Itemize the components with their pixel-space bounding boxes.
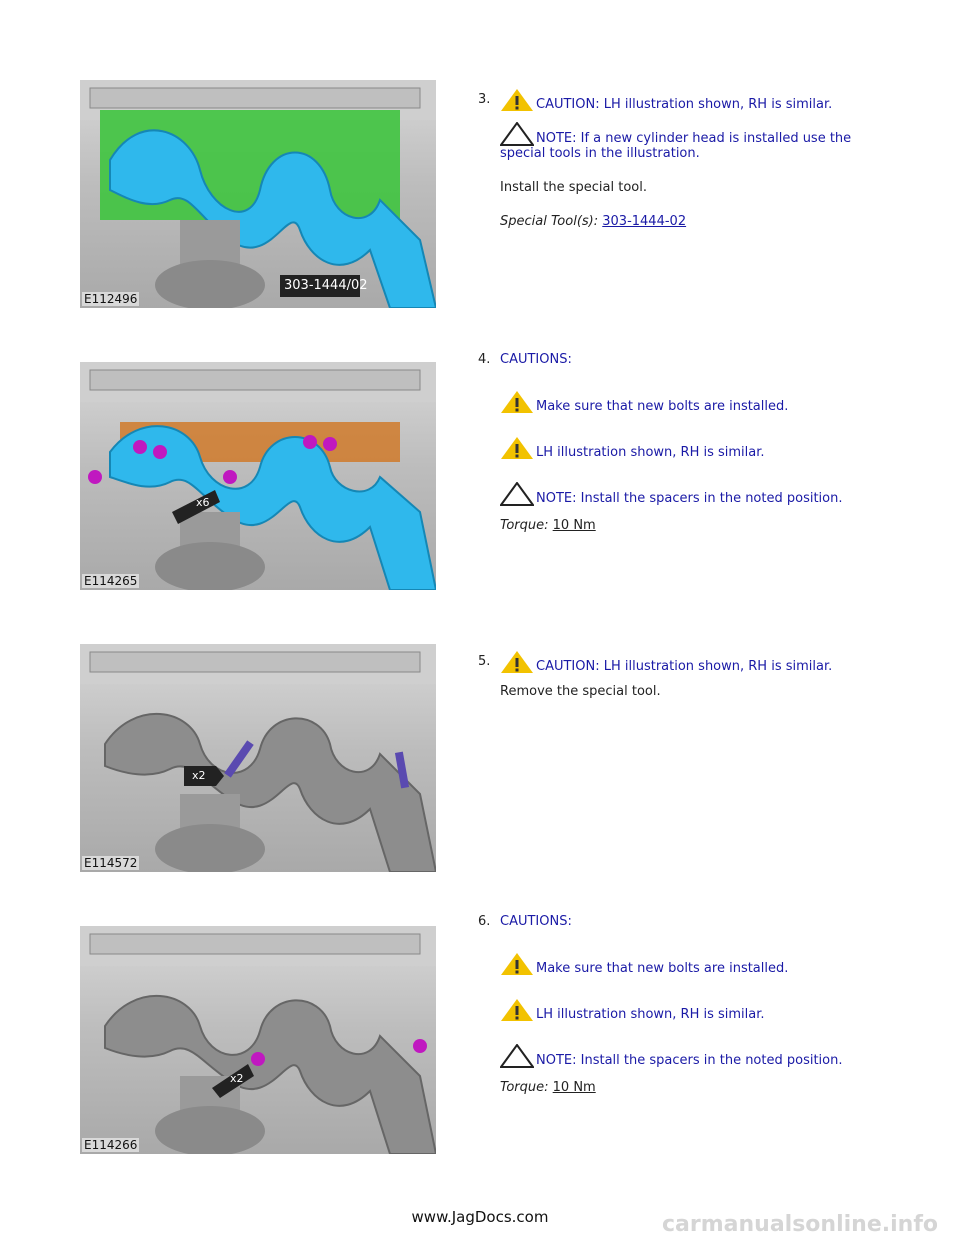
step-number: 4. [478, 352, 491, 367]
step-3-illustration: 303-1444/02 E112496 [80, 80, 436, 308]
step-4-illustration: x6 E114265 [80, 362, 436, 590]
warning-triangle-icon [501, 391, 533, 413]
torque-label: Torque: [500, 1080, 549, 1095]
warning-triangle-icon [501, 999, 533, 1021]
figure-id: E114572 [82, 856, 140, 870]
step-number: 5. [478, 654, 491, 669]
torque-label: Torque: [500, 518, 549, 533]
warning-triangle-icon [501, 437, 533, 459]
torque-value: 10 Nm [552, 1080, 596, 1095]
footer-site-link: www.JagDocs.com [411, 1208, 549, 1226]
exhaust-manifold-illustration [80, 926, 436, 1154]
torque-value: 10 Nm [552, 518, 596, 533]
watermark: carmanualsonline.info [662, 1212, 938, 1237]
exhaust-manifold-illustration [80, 80, 436, 308]
note-line: NOTE: Install the spacers in the noted p… [500, 1044, 843, 1068]
step-number: 6. [478, 914, 491, 929]
figure-id: E114265 [82, 574, 140, 588]
caution-line-1: Make sure that new bolts are installed. [500, 390, 788, 414]
warning-triangle-icon [501, 89, 533, 111]
note-line: NOTE: Install the spacers in the noted p… [500, 482, 843, 506]
tool-count-callout: x2 [192, 769, 206, 782]
exhaust-manifold-illustration [80, 362, 436, 590]
instruction-text: Install the special tool. [500, 180, 647, 195]
figure-id: E114266 [82, 1138, 140, 1152]
caution-text: CAUTION: LH illustration shown, RH is si… [536, 659, 833, 674]
note-line: NOTE: If a new cylinder head is installe… [500, 122, 860, 161]
note-triangle-icon [500, 122, 534, 146]
caution-text: Make sure that new bolts are installed. [536, 399, 789, 414]
special-tool-link[interactable]: 303-1444-02 [602, 214, 687, 229]
caution-text: Make sure that new bolts are installed. [536, 961, 789, 976]
note-text: NOTE: Install the spacers in the noted p… [536, 491, 843, 506]
note-text: NOTE: If a new cylinder head is installe… [500, 131, 852, 161]
torque-line: Torque: 10 Nm [500, 518, 596, 533]
step-6-illustration: x2 E114266 [80, 926, 436, 1154]
caution-line-2: LH illustration shown, RH is similar. [500, 436, 765, 460]
bolt-count-callout: x6 [196, 496, 210, 509]
special-tool-label: Special Tool(s): [500, 214, 599, 229]
note-triangle-icon [500, 1044, 534, 1068]
caution-text: LH illustration shown, RH is similar. [536, 445, 765, 460]
warning-triangle-icon [501, 953, 533, 975]
cautions-heading: CAUTIONS: [500, 352, 572, 367]
torque-line: Torque: 10 Nm [500, 1080, 596, 1095]
caution-line-1: Make sure that new bolts are installed. [500, 952, 788, 976]
note-triangle-icon [500, 482, 534, 506]
caution-line: CAUTION: LH illustration shown, RH is si… [500, 88, 832, 112]
instruction-text: Remove the special tool. [500, 684, 661, 699]
step-number: 3. [478, 92, 491, 107]
step-5-illustration: x2 E114572 [80, 644, 436, 872]
special-tool-callout: 303-1444/02 [284, 278, 368, 293]
note-text: NOTE: Install the spacers in the noted p… [536, 1053, 843, 1068]
special-tool-line: Special Tool(s): 303-1444-02 [500, 214, 686, 229]
bolt-count-callout: x2 [230, 1072, 244, 1085]
caution-line-2: LH illustration shown, RH is similar. [500, 998, 765, 1022]
exhaust-manifold-illustration [80, 644, 436, 872]
caution-text: LH illustration shown, RH is similar. [536, 1007, 765, 1022]
caution-text: CAUTION: LH illustration shown, RH is si… [536, 97, 833, 112]
cautions-heading: CAUTIONS: [500, 914, 572, 929]
caution-line: CAUTION: LH illustration shown, RH is si… [500, 650, 832, 674]
figure-id: E112496 [82, 292, 140, 306]
warning-triangle-icon [501, 651, 533, 673]
